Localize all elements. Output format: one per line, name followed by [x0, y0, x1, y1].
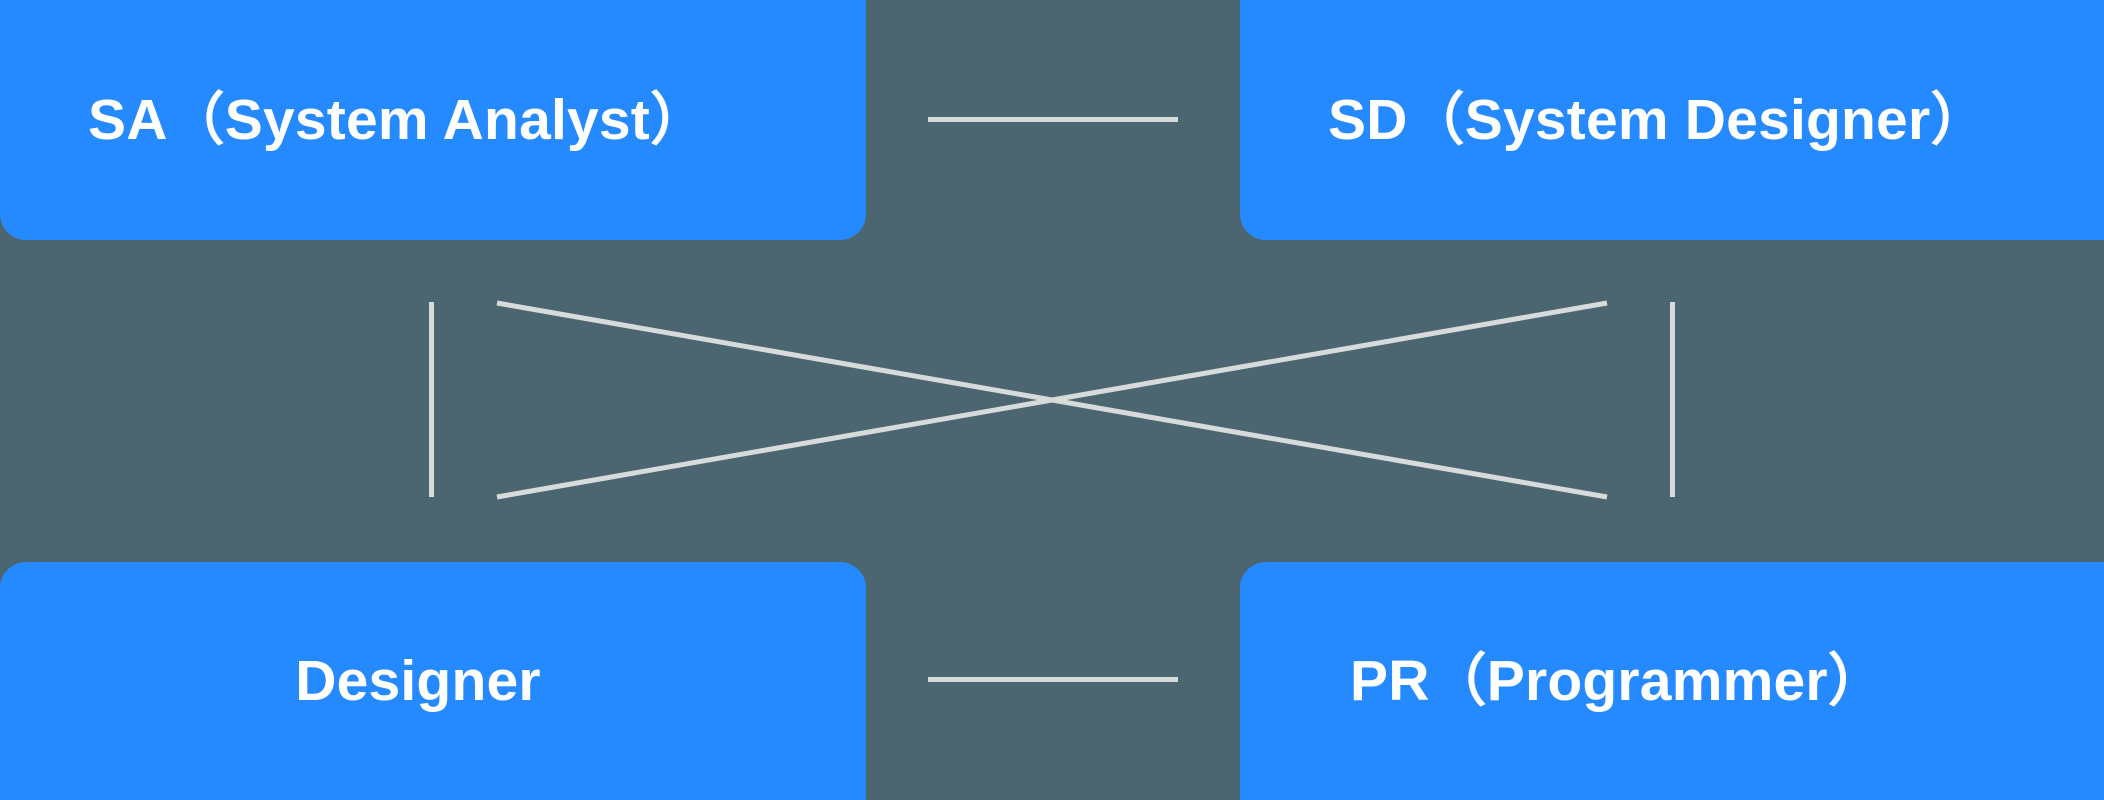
- role-box-sa[interactable]: SA（System Analyst）: [0, 0, 866, 240]
- role-label-pr: PR（Programmer）: [1350, 648, 1885, 713]
- connector-sa-designer: [429, 302, 434, 497]
- role-label-sa: SA（System Analyst）: [88, 87, 708, 152]
- role-label-sd: SD（System Designer）: [1328, 87, 1988, 152]
- connector-sa-sd: [928, 117, 1178, 122]
- role-box-sd[interactable]: SD（System Designer）: [1240, 0, 2104, 240]
- role-box-pr[interactable]: PR（Programmer）: [1240, 562, 2104, 800]
- connector-sd-designer: [496, 300, 1608, 500]
- role-label-designer: Designer: [295, 648, 541, 713]
- connector-sa-pr: [496, 300, 1608, 500]
- connector-designer-pr: [928, 677, 1178, 682]
- role-box-designer[interactable]: Designer: [0, 562, 866, 800]
- connector-sd-pr: [1670, 302, 1675, 497]
